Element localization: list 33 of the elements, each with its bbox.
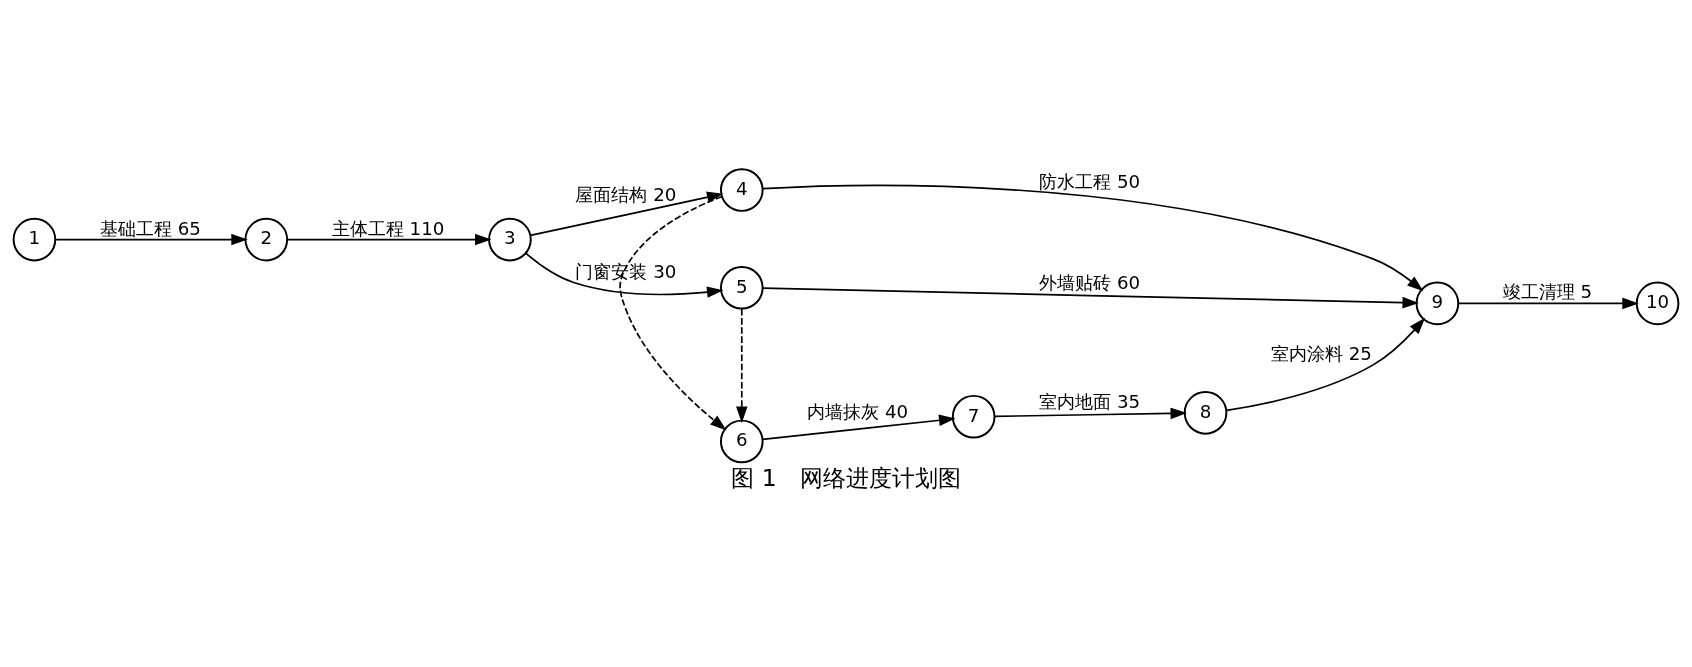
arrow (54, 233, 248, 245)
edge-label: 室内地面 35 (1039, 390, 1141, 412)
node-circle: 2 (244, 217, 289, 261)
node-circle: 3 (488, 217, 532, 261)
edge-label: 屋面结构 20 (575, 183, 677, 205)
edge-label: 内墙抹灰 40 (807, 400, 909, 422)
arrow (762, 184, 1424, 291)
node-circle: 1 (12, 217, 57, 261)
arrow (1457, 297, 1639, 309)
arrow (761, 286, 1419, 308)
arrow (993, 407, 1187, 419)
edge-label: 门窗安装 30 (575, 260, 677, 282)
edge-label: 主体工程 110 (331, 217, 445, 239)
arrow (619, 195, 727, 430)
arrow (761, 414, 956, 440)
arrow (736, 307, 748, 423)
arrow (286, 233, 492, 245)
node-circle: 6 (719, 419, 764, 463)
arrow (524, 251, 724, 298)
node-circle: 4 (719, 167, 764, 212)
edge-label: 外墙贴砖 60 (1039, 271, 1141, 293)
caption: 图 1 网络进度计划图 (731, 463, 961, 492)
arrow (1225, 317, 1426, 411)
node-circle: 5 (719, 265, 764, 310)
node-circle: 7 (951, 394, 996, 439)
edge-label: 基础工程 65 (99, 217, 201, 239)
node-circle: 9 (1415, 281, 1460, 325)
arrow (529, 191, 724, 236)
edge-label: 防水工程 50 (1039, 170, 1141, 192)
edge-label: 室内涂料 25 (1270, 342, 1372, 364)
node-circle: 10 (1635, 281, 1680, 325)
node-circle: 8 (1183, 390, 1228, 435)
edge-label: 竣工清理 5 (1502, 280, 1593, 302)
